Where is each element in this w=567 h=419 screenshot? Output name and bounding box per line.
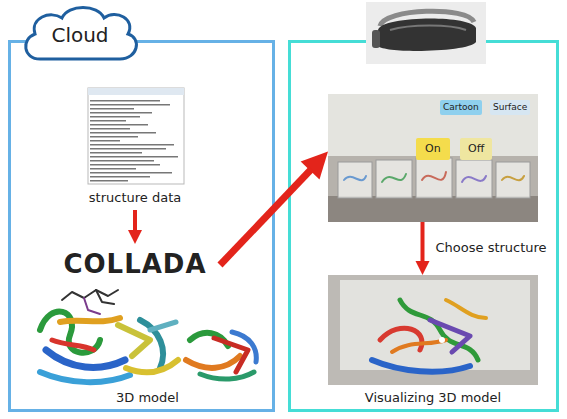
button-label: Off [460, 138, 492, 160]
caption: Visualizing 3D model [365, 390, 501, 406]
caption: 3D model [116, 390, 179, 406]
edge-label: Choose structure [434, 240, 549, 256]
cloud-label: Cloud [51, 23, 108, 48]
button-label: Cartoon [440, 100, 482, 115]
arrow-head [416, 261, 430, 275]
logo-text: COLLADA [63, 248, 206, 281]
arrow-shaft [421, 222, 425, 263]
flow-arrow [416, 222, 430, 275]
menu-photo-image [328, 94, 538, 222]
cloud-path [26, 8, 137, 60]
structure-data-panel: structure data [60, 86, 210, 210]
cloud-panel [10, 42, 274, 411]
headset-photo [366, 2, 486, 64]
visualization-photo: Visualizing 3D model [328, 275, 538, 410]
button-label: Surface [490, 100, 530, 115]
device-panel [290, 42, 558, 411]
flow-arrow [128, 210, 142, 244]
arrow-head [128, 230, 142, 244]
arrow-shaft [220, 169, 311, 265]
button-label: On [416, 138, 450, 160]
menu-photo: Cartoon SurfaceOn Off [328, 94, 538, 222]
cloud-shape: Cloud [18, 3, 142, 65]
structure-file-image [88, 88, 184, 184]
caption: structure data [89, 190, 181, 206]
arrow-shaft [133, 210, 137, 232]
model-image-box: 3D model [25, 288, 270, 410]
visualization-photo-image [328, 275, 538, 385]
collada-logo: COLLADA [50, 244, 220, 286]
protein-model-image [40, 290, 256, 382]
flow-arrow [220, 152, 328, 265]
